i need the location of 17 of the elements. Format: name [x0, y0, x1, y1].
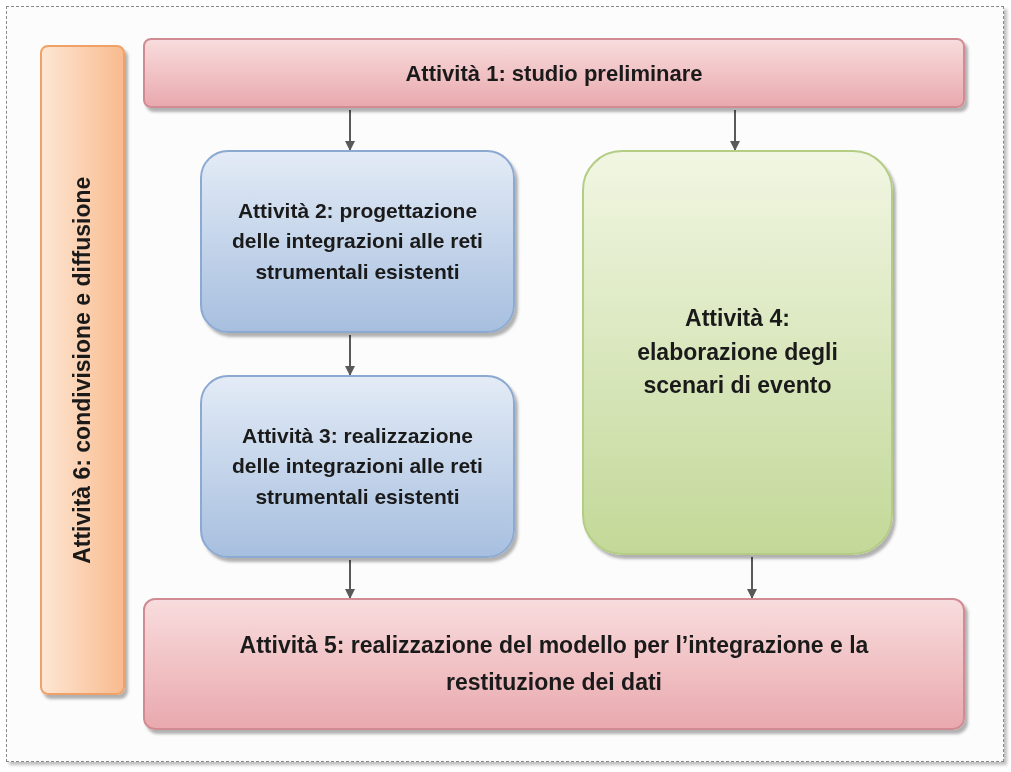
box-label: Attività 3: realizzazione delle integrazioni alle reti strumentali esistenti	[231, 422, 484, 510]
vertical-band	[40, 45, 125, 695]
arrow	[747, 556, 757, 599]
arrow	[345, 334, 355, 376]
process-box	[582, 150, 893, 555]
box-label: Attività 2: progettazione delle integrazioni alle reti strumentali esistenti	[231, 197, 484, 285]
process-box	[200, 375, 515, 558]
process-box	[143, 598, 965, 730]
arrow	[345, 559, 355, 599]
box-label: Attività 5: realizzazione del modello per l’integrazione e la restituzione dei dati	[238, 631, 870, 697]
process-box	[143, 38, 965, 108]
box-label: Attività 4: elaborazione degli scenari di evento	[636, 304, 839, 401]
band-label: Attività 6: condivisione e diffusione	[68, 176, 97, 564]
process-box	[200, 150, 515, 333]
arrow	[730, 109, 740, 151]
arrow	[345, 109, 355, 151]
box-label: Attività 1: studio preliminare	[404, 59, 704, 88]
